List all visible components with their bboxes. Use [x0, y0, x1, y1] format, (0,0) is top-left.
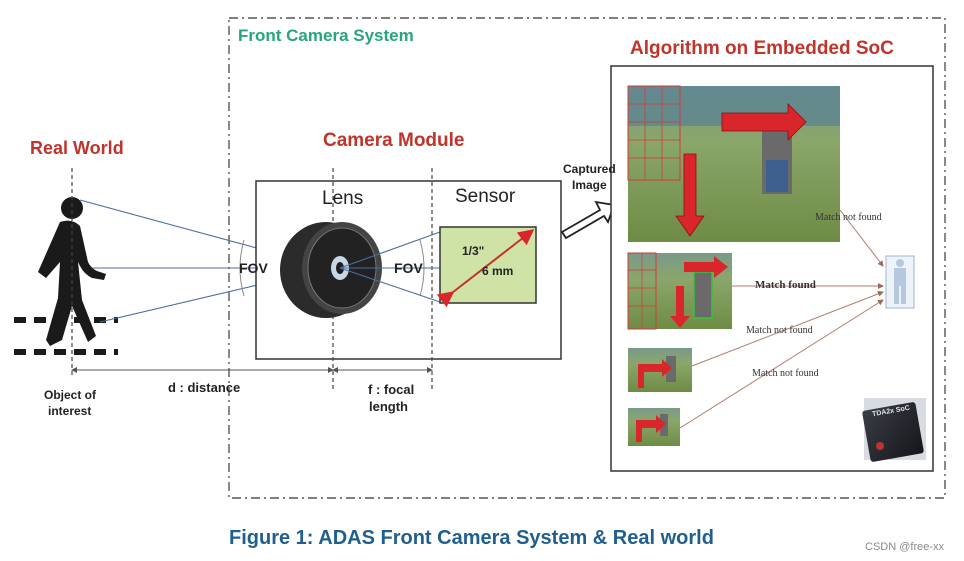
front-camera-system-label: Front Camera System — [238, 26, 414, 46]
captured-image-large — [628, 86, 840, 242]
watermark-text: CSDN @free-xx — [865, 541, 944, 553]
captured-image-medium — [628, 253, 732, 329]
fov-right-label: FOV — [394, 260, 423, 276]
algorithm-title: Algorithm on Embedded SoC — [630, 38, 894, 60]
match-not-found-2: Match not found — [746, 325, 813, 336]
real-world-label: Real World — [30, 138, 124, 159]
match-not-found-1: Match not found — [815, 212, 882, 223]
object-of-interest-line1: Object of — [44, 388, 96, 402]
camera-module-label: Camera Module — [323, 130, 464, 152]
sensor-label: Sensor — [455, 186, 515, 208]
object-of-interest-line2: interest — [48, 404, 91, 418]
fov-left-label: FOV — [239, 260, 268, 276]
captured-label-line1: Captured — [563, 162, 616, 176]
lens-label: Lens — [322, 188, 363, 210]
match-found-label: Match found — [755, 279, 816, 291]
figure-caption: Figure 1: ADAS Front Camera System & Rea… — [229, 527, 714, 550]
lens-icon — [280, 222, 382, 318]
match-not-found-3: Match not found — [752, 368, 819, 379]
captured-label-line2: Image — [572, 178, 607, 192]
focal-label-line1: f : focal — [368, 382, 414, 397]
captured-image-arrow — [562, 202, 614, 238]
distance-label: d : distance — [168, 380, 240, 395]
sensor-size-mm: 6 mm — [482, 264, 513, 278]
focal-label-line2: length — [369, 399, 408, 414]
pedestrian-template-icon — [886, 256, 914, 308]
sensor-size-inches: 1/3" — [462, 244, 484, 258]
pedestrian-figure — [14, 197, 118, 352]
captured-image-smallest — [628, 408, 680, 446]
captured-image-small — [628, 348, 692, 392]
